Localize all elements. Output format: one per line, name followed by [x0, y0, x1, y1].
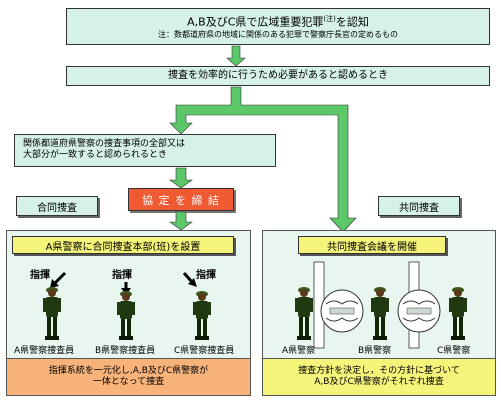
- officer-icon-b: [371, 287, 389, 340]
- officer-label-c: C県警察捜査員: [174, 346, 235, 356]
- condition-line1: 関係都道府県警察の捜査事項の全部又は: [23, 139, 186, 149]
- prefecture-label-a: A県警察: [282, 346, 316, 356]
- round-table-icon-left: [320, 289, 364, 333]
- judgement-box: 捜査を効率的に行うため必要があると認めるとき: [66, 66, 490, 86]
- prefecture-label-b: B県警察: [358, 346, 392, 356]
- top-box: A,B及びC県で広域重要犯罪(注)を認知 注：数都道府県の地域に関係のある犯罪で…: [66, 8, 490, 45]
- soldier-icon-b: [117, 291, 135, 340]
- right-footer-line2: A,B及びC県警察がそれぞれ捜査: [314, 377, 444, 387]
- condition-line2: 大部分が一致すると認められるとき: [23, 150, 168, 160]
- command-label-a: 指揮: [30, 270, 50, 281]
- command-label-b: 指揮: [112, 270, 132, 281]
- right-panel-header: 共同捜査会議を開催: [298, 236, 446, 254]
- left-footer-line1: 指揮系統を一元化し,A,B及びC県警察が: [48, 366, 209, 376]
- prefecture-label-c: C県警察: [437, 346, 471, 356]
- top-title: A,B及びC県で広域重要犯罪: [187, 15, 324, 29]
- command-label-c: 指揮: [196, 270, 216, 281]
- right-footer: 捜査方針を決定し，その方針に基づいて A,B及びC県警察がそれぞれ捜査: [262, 358, 496, 396]
- cooperative-investigation-tag: 共同捜査: [378, 196, 460, 216]
- top-title-sup: (注): [323, 14, 336, 23]
- left-footer-line2: 一体となって捜査: [92, 377, 165, 387]
- condition-box: 関係都道府県警察の捜査事項の全部又は 大部分が一致すると認められるとき: [14, 134, 276, 167]
- agreement-box: 協 定 を 締 結: [128, 188, 234, 211]
- agreement-text: 協 定 を 締 結: [142, 193, 220, 207]
- top-title-suffix: を認知: [335, 15, 369, 29]
- soldier-icon-c: [193, 291, 211, 340]
- top-title-line: A,B及びC県で広域重要犯罪(注)を認知: [187, 13, 369, 29]
- officer-label-a: A県警察捜査員: [14, 346, 75, 356]
- soldier-icon-a: [43, 287, 61, 340]
- left-panel-header-text: A県警察に合同捜査本部(班)を設置: [45, 241, 201, 253]
- officer-label-b: B県警察捜査員: [95, 346, 156, 356]
- joint-investigation-tag-text: 合同捜査: [37, 202, 77, 214]
- top-note: 注：数都道府県の地域に関係のある犯罪で警察庁長官の定めるもの: [158, 30, 398, 40]
- round-table-icon-right: [397, 289, 441, 333]
- right-footer-line1: 捜査方針を決定し，その方針に基づいて: [298, 366, 460, 376]
- judgement-text: 捜査を効率的に行うため必要があると認めるとき: [168, 70, 388, 81]
- cooperative-investigation-tag-text: 共同捜査: [399, 202, 439, 214]
- left-footer: 指揮系統を一元化し,A,B及びC県警察が 一体となって捜査: [6, 358, 251, 396]
- officer-icon-a: [295, 287, 313, 340]
- left-panel-header: A県警察に合同捜査本部(班)を設置: [12, 236, 234, 254]
- right-panel-header-text: 共同捜査会議を開催: [327, 241, 417, 253]
- officer-icon-c: [449, 287, 467, 340]
- joint-investigation-tag: 合同捜査: [16, 196, 98, 216]
